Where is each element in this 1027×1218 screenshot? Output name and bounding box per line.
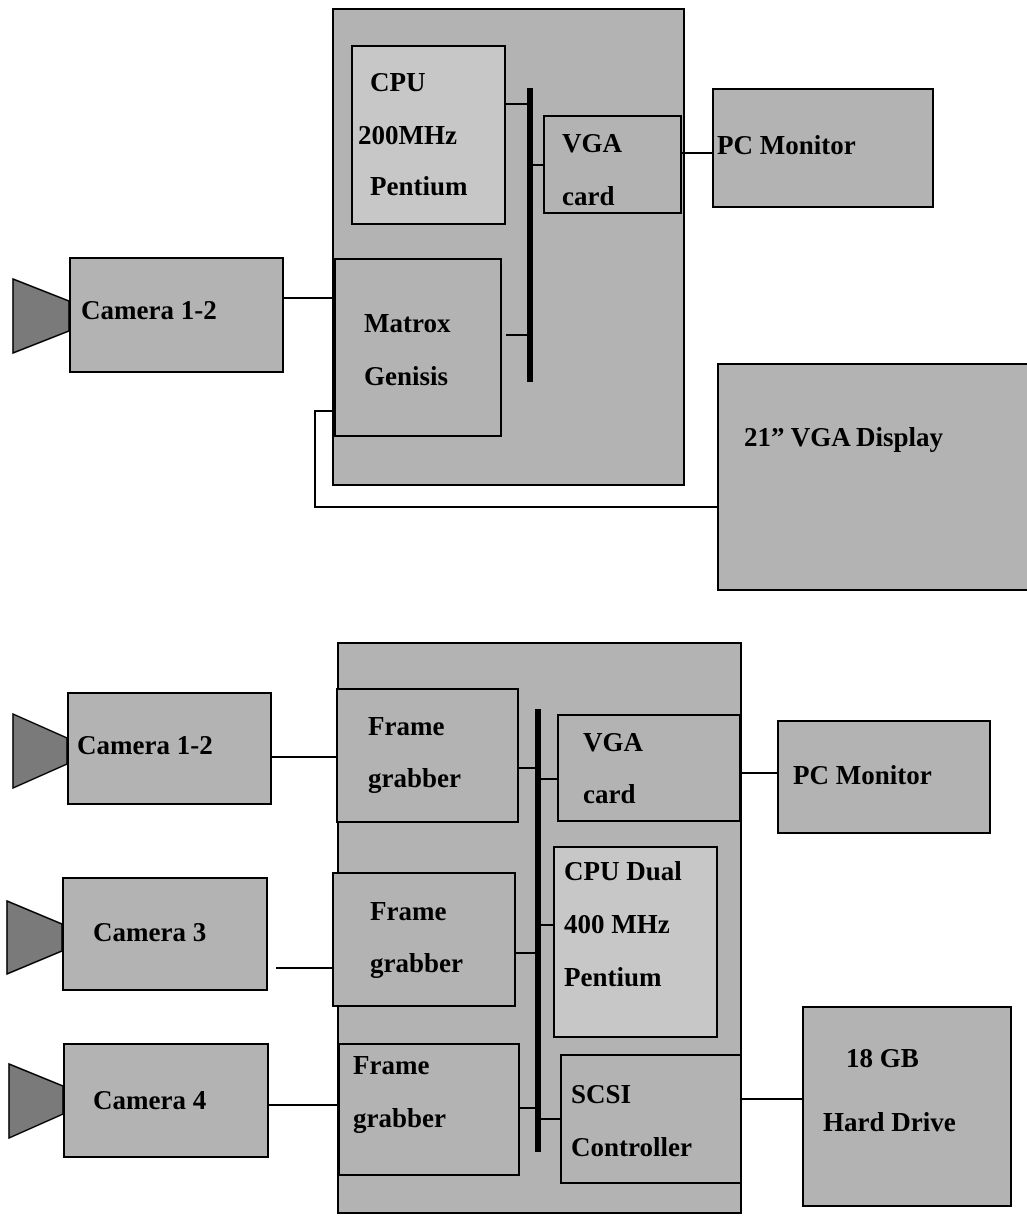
vga-card-label-line1: VGA: [562, 128, 622, 158]
vga-card-bottom-label-line2: card: [583, 779, 636, 809]
vga-monitor-connector: [682, 152, 712, 154]
bus-line-bottom: [535, 709, 541, 1152]
pc-monitor-box-top: [712, 88, 934, 208]
vga-display-label: 21” VGA Display: [744, 422, 944, 452]
scsi-label-line2: Controller: [571, 1132, 692, 1162]
display-cable-a: [314, 410, 334, 412]
camera-1-2-label: Camera 1-2: [77, 730, 213, 760]
camera-4-connector: [269, 1104, 338, 1106]
frame-grabber-3-label-line1: Frame: [353, 1050, 430, 1080]
vga-card-bottom-label-line1: VGA: [583, 727, 643, 757]
cpu-label-line2: 200MHz: [358, 120, 457, 150]
camera-3-lens-icon: [6, 899, 63, 976]
camera-4-label: Camera 4: [93, 1085, 207, 1115]
frame-grabber-1-box: [336, 688, 519, 823]
vga-monitor-connector-bottom: [741, 772, 777, 774]
pc-monitor-box-bottom: [777, 720, 991, 834]
cpu-label-line1: CPU: [370, 67, 426, 97]
vga-card-label-line2: card: [562, 181, 615, 211]
hard-drive-label-line2: Hard Drive: [823, 1107, 956, 1137]
cpu-bus-connector: [506, 103, 530, 105]
camera-lens-icons-bottom: [6, 712, 68, 1140]
frame-grabber-2-label-line1: Frame: [370, 896, 447, 926]
camera-3-label: Camera 3: [93, 917, 207, 947]
frame-grabber-3-label-line2: grabber: [353, 1103, 446, 1133]
frame-grabber-1-label-line1: Frame: [368, 711, 445, 741]
matrox-label-line2: Genisis: [364, 361, 449, 391]
cpu-bus-connector-bottom: [541, 924, 553, 926]
cpu-box-top: [351, 45, 506, 225]
scsi-bus-connector: [541, 1118, 560, 1120]
frame-grabber-3-box: [338, 1043, 520, 1176]
bus-line-top: [527, 88, 533, 382]
vga-bus-connector: [530, 164, 544, 166]
camera-1-2-box: [67, 692, 272, 805]
camera-4-box: [63, 1043, 269, 1158]
hard-drive-label-line1: 18 GB: [846, 1043, 919, 1073]
vga-card-box-bottom: [557, 714, 741, 822]
display-cable-b: [314, 410, 316, 508]
hard-drive-box: [802, 1006, 1012, 1207]
cpu-bottom-label-line3: Pentium: [564, 962, 662, 992]
camera-4-lens-icon: [8, 1062, 64, 1140]
vga-card-box-top: [543, 115, 682, 214]
cpu-label-line3: Pentium: [370, 171, 468, 201]
frame-grabber-2-label-line2: grabber: [370, 948, 463, 978]
camera-3-connector: [276, 967, 332, 969]
vga-bus-connector-bottom: [541, 778, 557, 780]
frame-grabber-1-label-line2: grabber: [368, 763, 461, 793]
camera-matrox-connector: [284, 297, 334, 299]
fg3-bus-connector: [520, 1107, 535, 1109]
matrox-box: [334, 258, 502, 437]
cpu-bottom-label-line1: CPU Dual: [564, 856, 682, 886]
fg1-bus-connector: [519, 767, 535, 769]
frame-grabber-2-box: [332, 872, 516, 1007]
scsi-controller-box: [560, 1054, 742, 1184]
camera-1-2-lens-icon: [12, 712, 68, 790]
display-cable-c: [314, 506, 717, 508]
matrox-bus-connector: [506, 334, 527, 336]
vga-display-box: [717, 363, 1027, 591]
camera-1-2-connector: [272, 756, 336, 758]
cpu-box-bottom: [553, 846, 718, 1038]
pc-monitor-label-top: PC Monitor: [717, 130, 856, 160]
camera-3-box: [62, 877, 268, 991]
scsi-label-line1: SCSI: [571, 1079, 632, 1109]
cpu-bottom-label-line2: 400 MHz: [564, 909, 670, 939]
camera-lens-icon: [12, 277, 70, 355]
camera-box-top: [69, 257, 284, 373]
camera-label-top: Camera 1-2: [81, 295, 217, 325]
pc-monitor-label-bottom: PC Monitor: [793, 760, 932, 790]
fg2-bus-connector: [516, 952, 535, 954]
scsi-drive-connector: [742, 1098, 802, 1100]
matrox-label-line1: Matrox: [364, 308, 451, 338]
